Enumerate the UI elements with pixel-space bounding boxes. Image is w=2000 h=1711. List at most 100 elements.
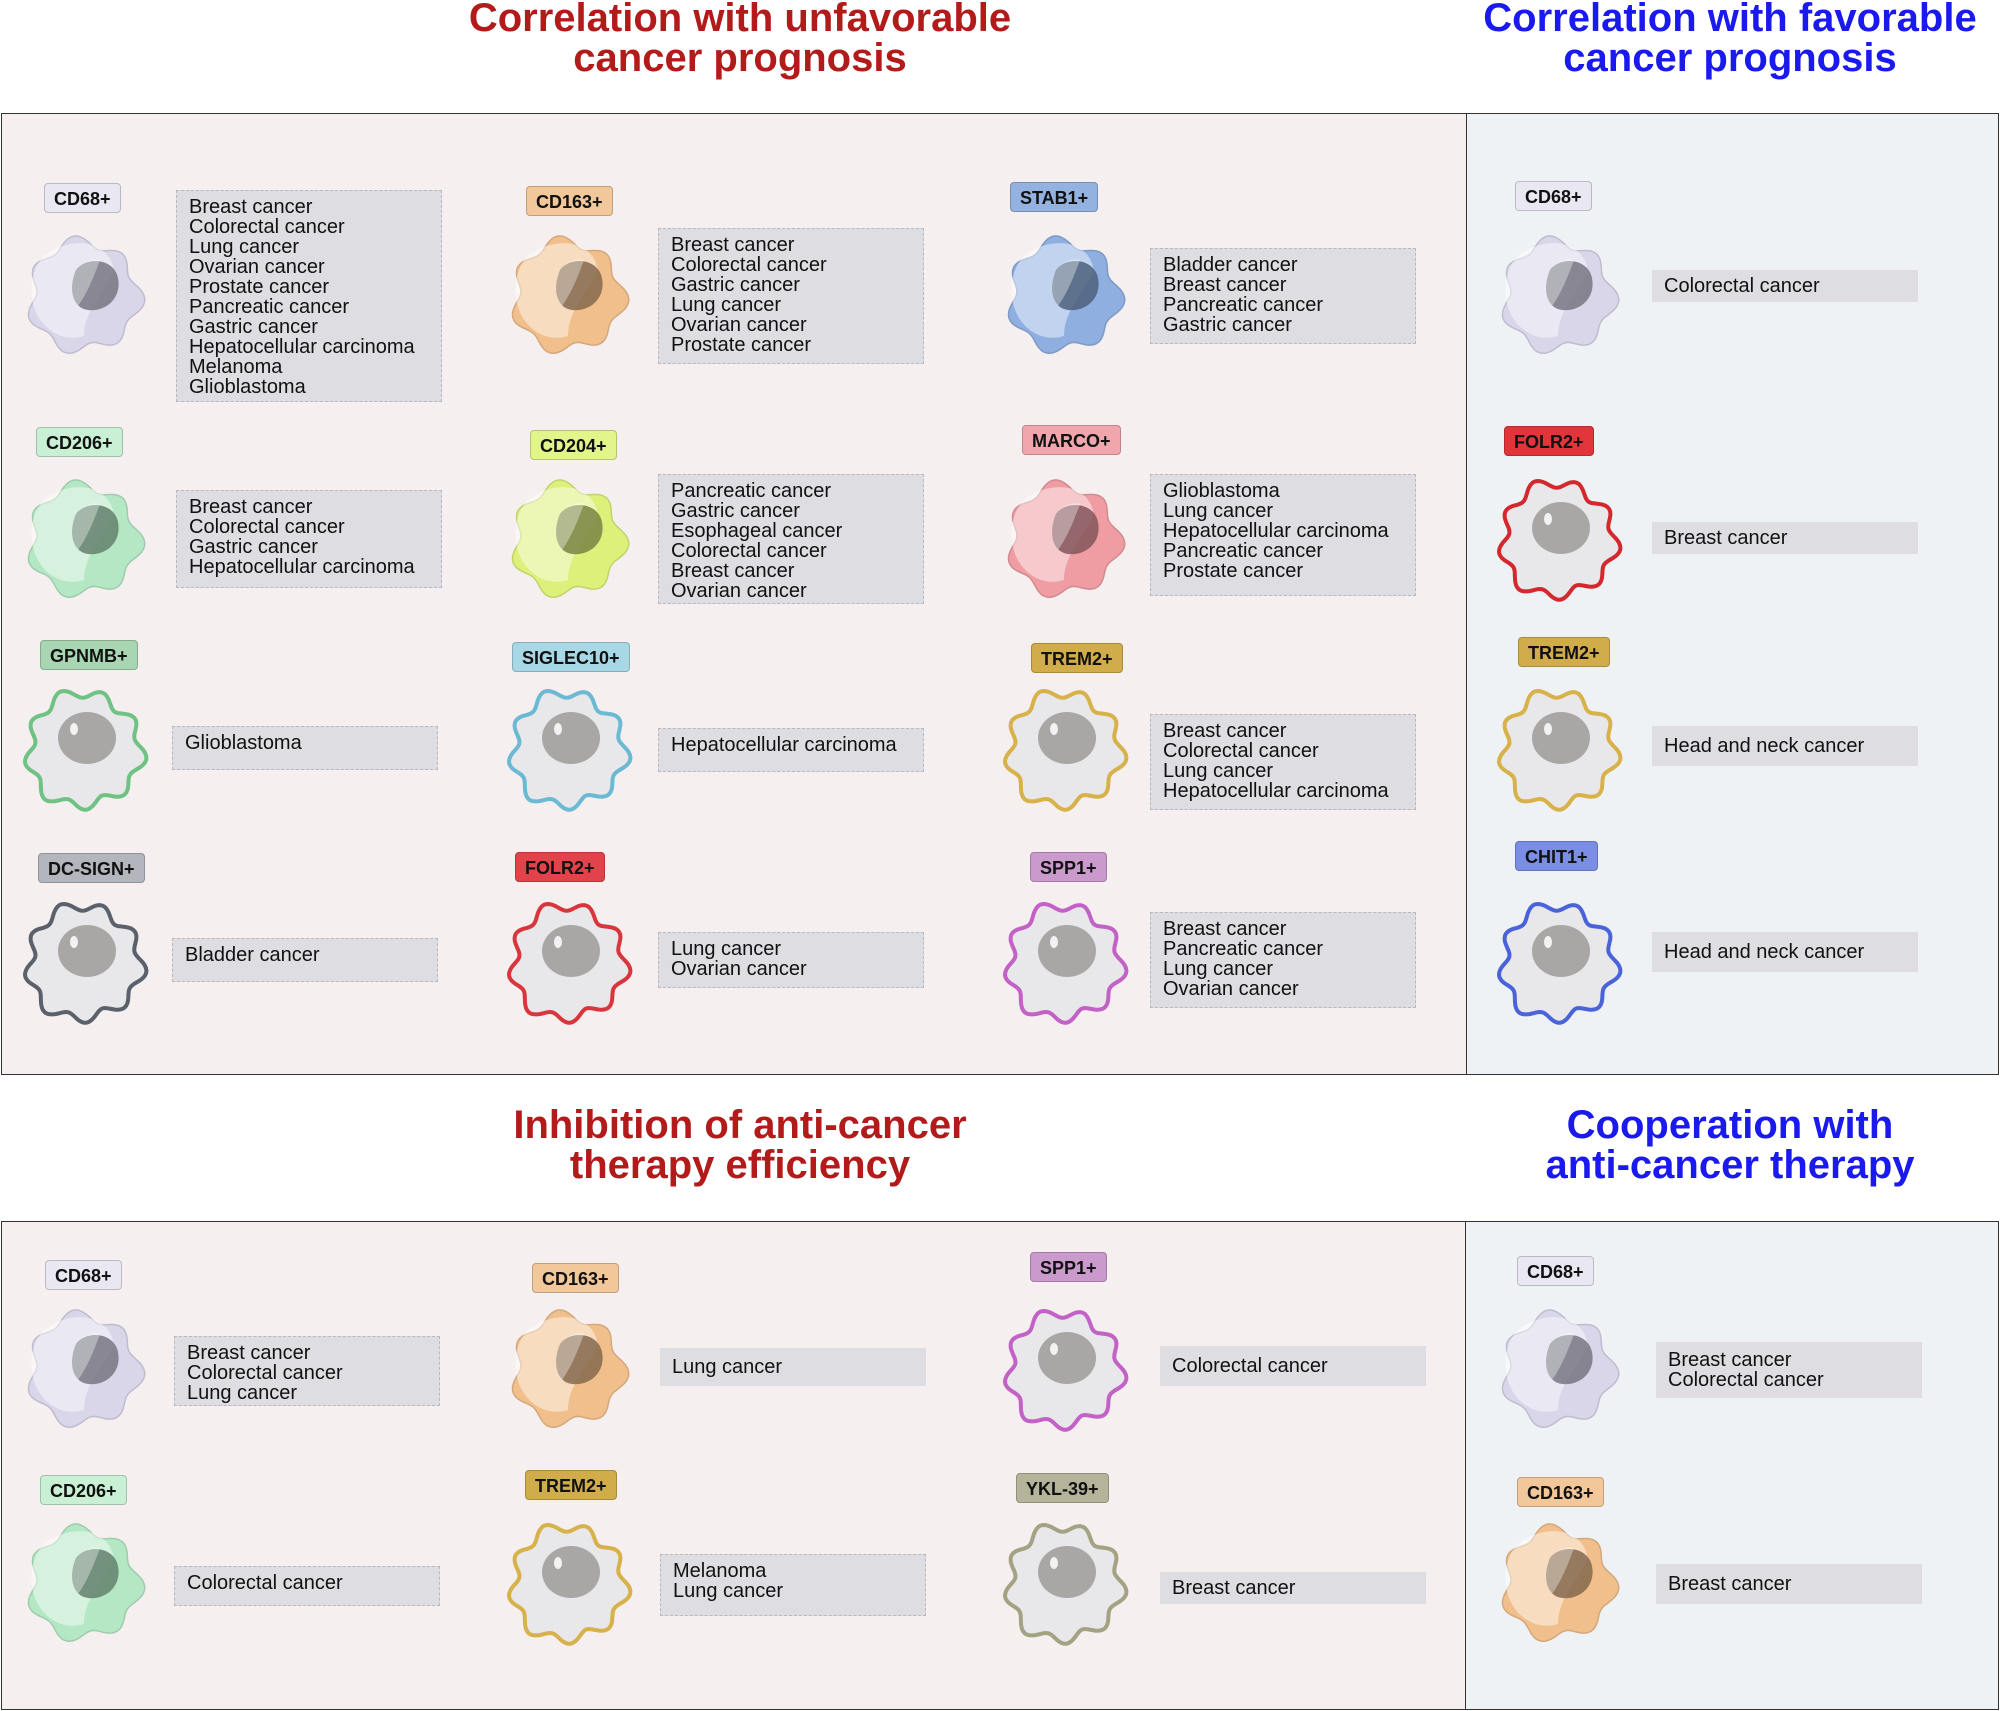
cancer-type: Ovarian cancer bbox=[1163, 978, 1299, 1000]
nucleus-highlight bbox=[554, 1557, 562, 1569]
cancer-type: Hepatocellular carcinoma bbox=[189, 336, 415, 358]
heading-favorable-prognosis: Correlation with favorable cancer progno… bbox=[1450, 0, 2000, 78]
macrophage-cell-icon bbox=[498, 893, 638, 1033]
cancer-list: Breast cancer bbox=[1160, 1572, 1426, 1604]
cancer-list: Colorectal cancer bbox=[1160, 1346, 1426, 1386]
marker-label: CD163+ bbox=[532, 1263, 619, 1293]
marker-label: CD163+ bbox=[526, 186, 613, 216]
heading-unfavorable-prognosis: Correlation with unfavorable cancer prog… bbox=[340, 0, 1140, 78]
cell-nucleus bbox=[72, 1548, 119, 1599]
cell-nucleus bbox=[72, 1334, 119, 1385]
cancer-type: Gastric cancer bbox=[1163, 314, 1292, 336]
macrophage-cell-icon bbox=[1488, 1514, 1628, 1654]
cancer-type: Prostate cancer bbox=[1163, 560, 1304, 582]
cancer-type: Lung cancer bbox=[187, 1382, 298, 1404]
cancer-type: Melanoma bbox=[189, 356, 283, 378]
marker-label: FOLR2+ bbox=[1504, 426, 1594, 456]
nucleus-highlight bbox=[71, 1333, 100, 1380]
cancer-type: Breast cancer bbox=[671, 234, 795, 256]
macrophage-cell-icon bbox=[14, 1514, 154, 1654]
cancer-type: Breast cancer bbox=[189, 196, 313, 218]
cell-nucleus bbox=[1532, 712, 1590, 764]
cancer-type: Colorectal cancer bbox=[187, 1572, 343, 1594]
cell-nucleus bbox=[556, 504, 603, 555]
cancer-type: Lung cancer bbox=[1163, 500, 1274, 522]
heading-line: Inhibition of anti-cancer bbox=[513, 1103, 967, 1147]
cancer-type: Colorectal cancer bbox=[1664, 275, 1820, 297]
cancer-type: Lung cancer bbox=[673, 1580, 784, 1602]
panel-therapy-inhibition bbox=[1, 1221, 1467, 1710]
nucleus-highlight bbox=[1544, 723, 1552, 735]
nucleus-highlight bbox=[1050, 936, 1058, 948]
macrophage-cell-icon bbox=[1488, 470, 1628, 610]
nucleus-highlight bbox=[71, 259, 100, 306]
cancer-type: Breast cancer bbox=[671, 560, 795, 582]
macrophage-cell-icon bbox=[14, 893, 154, 1033]
cancer-type: Gastric cancer bbox=[189, 536, 318, 558]
macrophage-cell-icon bbox=[1488, 893, 1628, 1033]
cell-nucleus bbox=[1038, 1332, 1096, 1384]
cancer-type: Bladder cancer bbox=[1163, 254, 1298, 276]
heading-line: cancer prognosis bbox=[573, 36, 907, 80]
cancer-type: Breast cancer bbox=[1668, 1349, 1792, 1371]
nucleus-highlight bbox=[1544, 513, 1552, 525]
marker-label: STAB1+ bbox=[1010, 182, 1099, 212]
marker-label: TREM2+ bbox=[525, 1470, 617, 1500]
cancer-type: Head and neck cancer bbox=[1664, 735, 1865, 757]
marker-label: SPP1+ bbox=[1030, 1252, 1107, 1282]
cancer-type: Hepatocellular carcinoma bbox=[671, 734, 897, 756]
nucleus-highlight bbox=[70, 723, 78, 735]
macrophage-cell-icon bbox=[994, 680, 1134, 820]
cancer-type: Colorectal cancer bbox=[1668, 1369, 1824, 1391]
cancer-type: Esophageal cancer bbox=[671, 520, 843, 542]
nucleus-highlight bbox=[555, 503, 584, 550]
marker-label: CD163+ bbox=[1517, 1477, 1604, 1507]
cancer-type: Ovarian cancer bbox=[189, 256, 325, 278]
cell-nucleus bbox=[542, 1546, 600, 1598]
nucleus-highlight bbox=[1050, 1343, 1058, 1355]
cancer-type: Colorectal cancer bbox=[671, 254, 827, 276]
marker-label: CD206+ bbox=[36, 427, 123, 457]
cancer-type: Lung cancer bbox=[671, 294, 782, 316]
cancer-list: Colorectal cancer bbox=[1652, 270, 1918, 302]
macrophage-cell-icon bbox=[498, 1300, 638, 1440]
cancer-type: Lung cancer bbox=[671, 938, 782, 960]
cancer-list: Head and neck cancer bbox=[1652, 726, 1918, 766]
cancer-type: Breast cancer bbox=[187, 1342, 311, 1364]
cell-nucleus bbox=[1038, 712, 1096, 764]
marker-label: FOLR2+ bbox=[515, 852, 605, 882]
macrophage-cell-icon bbox=[14, 226, 154, 366]
cancer-list: Colorectal cancer bbox=[174, 1566, 440, 1606]
heading-therapy-cooperation: Cooperation with anti-cancer therapy bbox=[1470, 1105, 1990, 1185]
cancer-type: Colorectal cancer bbox=[1163, 740, 1319, 762]
macrophage-cell-icon bbox=[498, 680, 638, 820]
cancer-type: Hepatocellular carcinoma bbox=[1163, 520, 1389, 542]
cell-nucleus bbox=[1052, 260, 1099, 311]
marker-label: YKL-39+ bbox=[1016, 1473, 1109, 1503]
cancer-type: Breast cancer bbox=[1172, 1577, 1296, 1599]
cell-nucleus bbox=[72, 504, 119, 555]
cancer-type: Pancreatic cancer bbox=[1163, 938, 1324, 960]
cancer-type: Breast cancer bbox=[1668, 1573, 1792, 1595]
macrophage-cell-icon bbox=[14, 1300, 154, 1440]
nucleus-highlight bbox=[555, 259, 584, 306]
macrophage-cell-icon bbox=[1488, 1300, 1628, 1440]
macrophage-cell-icon bbox=[1488, 226, 1628, 366]
marker-label: CHIT1+ bbox=[1515, 841, 1598, 871]
cell-nucleus bbox=[556, 260, 603, 311]
cancer-type: Colorectal cancer bbox=[189, 516, 345, 538]
heading-line: cancer prognosis bbox=[1563, 36, 1897, 80]
macrophage-cell-icon bbox=[498, 226, 638, 366]
heading-line: anti-cancer therapy bbox=[1545, 1143, 1915, 1187]
nucleus-highlight bbox=[1050, 723, 1058, 735]
cell-nucleus bbox=[1052, 504, 1099, 555]
cancer-list: Hepatocellular carcinoma bbox=[658, 728, 924, 772]
cancer-type: Gastric cancer bbox=[671, 500, 800, 522]
marker-label: TREM2+ bbox=[1518, 637, 1610, 667]
